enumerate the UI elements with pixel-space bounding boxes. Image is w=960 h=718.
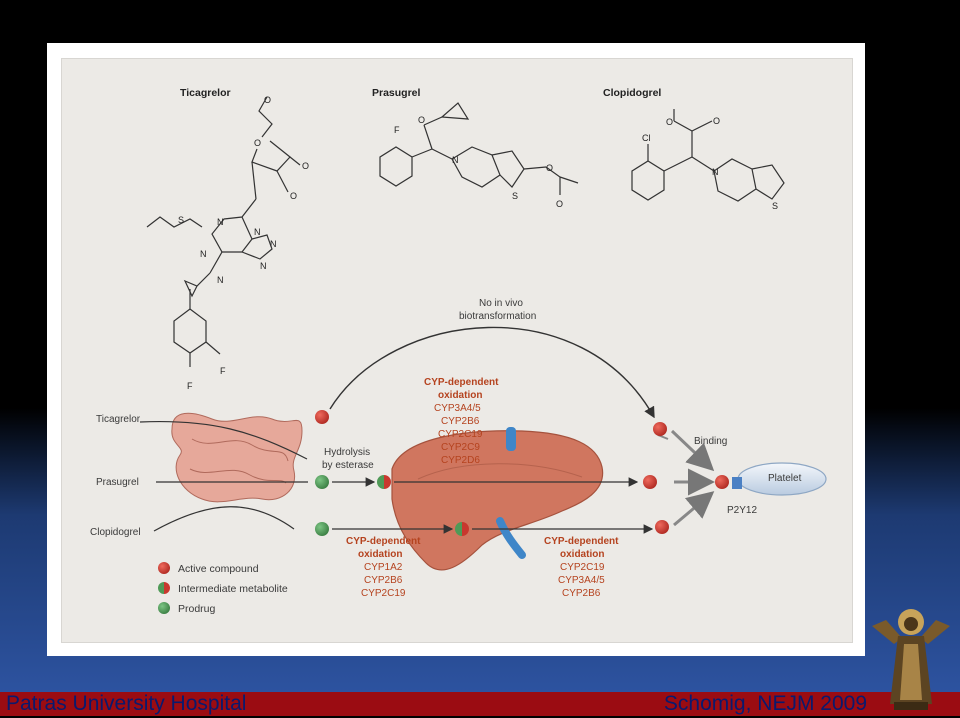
left-cyp-item: CYP2B6 — [364, 575, 403, 586]
binding-arrow-top — [670, 429, 715, 472]
atom-label: S — [512, 191, 518, 201]
footer-bar — [0, 692, 960, 716]
footer-institution: Patras University Hospital — [6, 692, 247, 715]
legend-active-swatch — [158, 562, 170, 574]
footer-citation: Schomig, NEJM 2009 — [663, 692, 867, 715]
top-cyp-head-1: CYP-dependent — [424, 377, 499, 388]
binding-label: Binding — [694, 436, 727, 447]
ticagrelor-active-ball — [315, 410, 329, 424]
atom-label: O — [302, 161, 309, 171]
top-cyp-item: CYP2D6 — [441, 455, 480, 466]
figure-panel: Ticagrelor Prasugrel Clopidogrel O O O O… — [61, 58, 853, 643]
atom-label: N — [452, 155, 459, 165]
atom-label: O — [556, 199, 563, 209]
right-cyp-head-1: CYP-dependent — [544, 536, 619, 547]
receptor-label: P2Y12 — [727, 505, 757, 516]
top-cyp-item: CYP3A4/5 — [434, 403, 481, 414]
row-label-clopidogrel: Clopidogrel — [90, 527, 141, 538]
legend-prodrug-swatch — [158, 602, 170, 614]
atom-label: N — [217, 275, 224, 285]
top-cyp-item: CYP2C19 — [438, 429, 483, 440]
clopidogrel-atoms: Cl O O N S — [642, 116, 778, 211]
row-label-prasugrel: Prasugrel — [96, 477, 139, 488]
ticagrelor-structure — [146, 96, 301, 367]
clopidogrel-intermediate-ball — [455, 522, 469, 536]
ticagrelor-binding-ball — [653, 422, 667, 436]
liver-illustration — [391, 427, 604, 571]
left-cyp-item: CYP2C19 — [361, 588, 406, 599]
vessel — [506, 427, 516, 451]
atom-label: N — [200, 249, 207, 259]
atom-label: S — [178, 215, 184, 225]
platelet-label: Platelet — [768, 473, 802, 484]
atom-label: O — [290, 191, 297, 201]
right-cyp-item: CYP2C19 — [560, 562, 605, 573]
left-cyp-head-2: oxidation — [358, 549, 402, 560]
atom-label: F — [220, 366, 226, 376]
left-cyp-head-1: CYP-dependent — [346, 536, 421, 547]
legend: Active compound Intermediate metabolite … — [158, 562, 288, 615]
prasugrel-atoms: F O N S O O — [394, 115, 563, 209]
clopidogrel-title: Clopidogrel — [603, 87, 661, 99]
atom-label: Cl — [642, 133, 651, 143]
atom-label: N — [712, 167, 719, 177]
no-biotransformation-arrow — [329, 326, 655, 419]
atom-label: O — [254, 138, 261, 148]
ticagrelor-title: Ticagrelor — [180, 87, 231, 99]
atom-label: O — [418, 115, 425, 125]
top-cyp-block: CYP-dependent oxidation CYP3A4/5 CYP2B6 … — [424, 377, 499, 466]
atom-label: N — [270, 239, 277, 249]
atom-label: O — [666, 117, 673, 127]
atom-label: O — [546, 163, 553, 173]
ticagrelor-curve — [139, 420, 308, 460]
right-cyp-head-2: oxidation — [560, 549, 604, 560]
top-cyp-head-2: oxidation — [438, 390, 482, 401]
top-cyp-item: CYP2B6 — [441, 416, 480, 427]
atom-label: O — [713, 116, 720, 126]
ticagrelor-atoms: O O O O N N N N N N S F F — [178, 95, 309, 391]
right-cyp-item: CYP3A4/5 — [558, 575, 605, 586]
atom-label: O — [264, 95, 271, 105]
right-cyp-block: CYP-dependent oxidation CYP2C19 CYP3A4/5… — [544, 536, 619, 599]
atom-label: S — [772, 201, 778, 211]
intestine-illustration — [171, 412, 303, 503]
clopidogrel-structure — [631, 109, 785, 202]
prasugrel-title: Prasugrel — [372, 87, 421, 99]
atom-label: F — [394, 125, 400, 135]
saint-figure-logo — [864, 604, 958, 714]
clopidogrel-active-ball — [655, 520, 669, 534]
prasugrel-prodrug-ball — [315, 475, 329, 489]
right-cyp-item: CYP2B6 — [562, 588, 601, 599]
legend-intermediate-swatch — [158, 582, 170, 594]
prasugrel-active-ball — [643, 475, 657, 489]
atom-label: N — [260, 261, 267, 271]
legend-active-label: Active compound — [178, 563, 259, 575]
top-cyp-item: CYP2C9 — [441, 442, 480, 453]
metabolism-diagram: Ticagrelor Prasugrel Clopidogrel O O O O… — [90, 87, 827, 615]
hydrolysis-label-2: by esterase — [322, 460, 374, 471]
legend-intermediate-label: Intermediate metabolite — [178, 583, 288, 595]
row-label-ticagrelor: Ticagrelor — [96, 414, 141, 425]
left-cyp-block: CYP-dependent oxidation CYP1A2 CYP2B6 CY… — [346, 536, 421, 599]
atom-label: N — [217, 217, 224, 227]
prasugrel-intermediate-ball — [377, 475, 391, 489]
no-biotransformation-label-1: No in vivo — [479, 298, 523, 309]
legend-prodrug-label: Prodrug — [178, 603, 216, 615]
hydrolysis-label-1: Hydrolysis — [324, 447, 370, 458]
atom-label: F — [187, 381, 193, 391]
clopidogrel-prodrug-ball — [315, 522, 329, 536]
receptor-bound-ball — [715, 475, 729, 489]
binding-arrow-bottom — [673, 491, 715, 527]
left-cyp-item: CYP1A2 — [364, 562, 403, 573]
prasugrel-structure — [379, 102, 579, 195]
atom-label: N — [254, 227, 261, 237]
clopidogrel-curve — [153, 506, 295, 532]
p2y12-receptor — [732, 477, 742, 489]
no-biotransformation-label-2: biotransformation — [459, 311, 536, 322]
